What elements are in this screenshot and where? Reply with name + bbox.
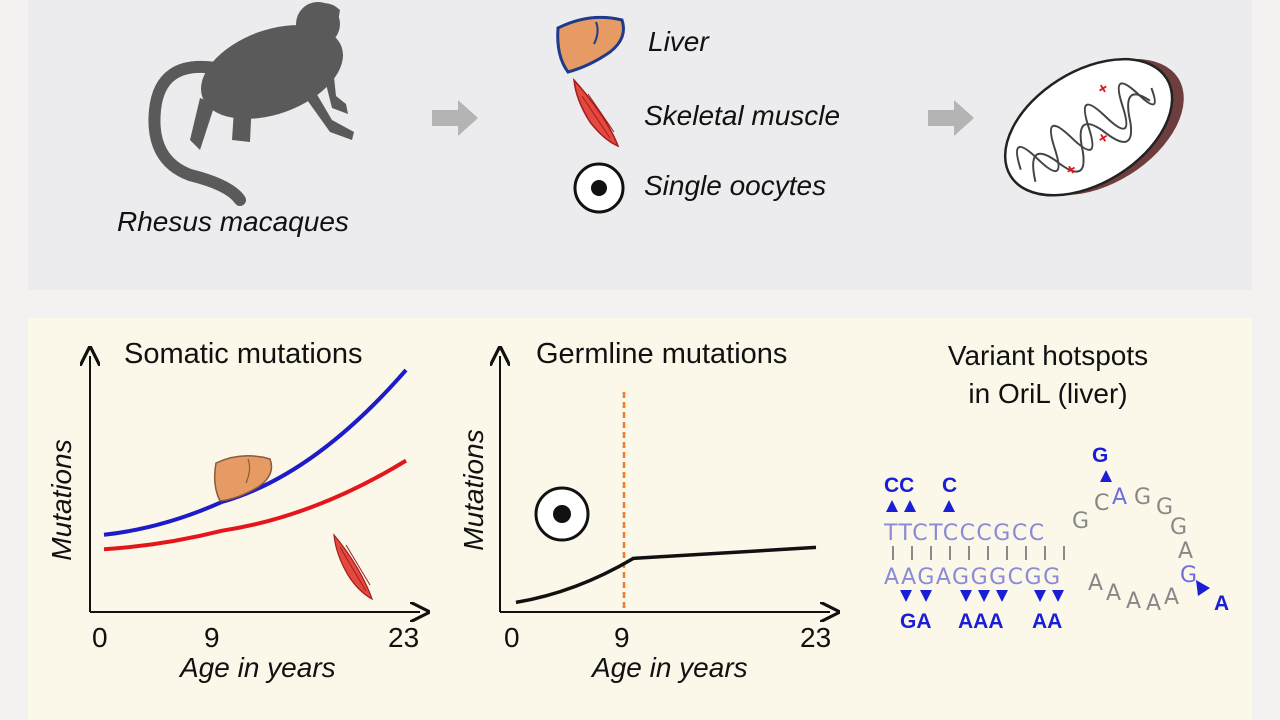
variant-above: CC xyxy=(884,474,914,497)
arrow-1-icon xyxy=(432,100,478,136)
variant-arrows xyxy=(886,470,1210,602)
somatic-axes xyxy=(90,356,420,612)
loop-base: A xyxy=(1088,571,1103,596)
variant-below: A xyxy=(1214,592,1229,615)
variant-below: GA xyxy=(900,610,932,633)
loop-base: A xyxy=(1146,591,1161,616)
loop-base: A xyxy=(1178,539,1193,564)
somatic-title: Somatic mutations xyxy=(124,338,363,370)
somatic-liver-icon xyxy=(213,455,273,502)
tissue-label-liver: Liver xyxy=(648,26,709,57)
somatic-liver-series xyxy=(103,368,408,537)
hotspot-diagram: TTCTCCCGCC AAGAGGGCGG G C A G G G A G A … xyxy=(883,444,1229,633)
germline-oocyte-icon xyxy=(534,486,590,542)
hotspots-title-line2: in OriL (liver) xyxy=(968,378,1128,409)
germline-axes xyxy=(500,356,830,612)
variant-below: AA xyxy=(1032,610,1062,633)
loop-base: A xyxy=(1126,589,1141,614)
germline-ylabel: Mutations xyxy=(458,429,489,551)
somatic-ylabel: Mutations xyxy=(46,439,77,561)
somatic-tick-9: 9 xyxy=(204,622,220,653)
loop-base: G xyxy=(1134,485,1151,510)
variant-above: C xyxy=(942,474,957,497)
loop-base: A xyxy=(1164,585,1179,610)
bottom-strand: AAGAGGGCGG xyxy=(884,565,1062,590)
hairpin-loop: G C A G G G A G A A A A A xyxy=(1072,485,1197,616)
variant-below: AAA xyxy=(958,610,1004,633)
somatic-muscle-series xyxy=(103,458,408,552)
liver-icon xyxy=(556,15,625,74)
loop-base: A xyxy=(1106,581,1121,606)
tissue-label-oocytes: Single oocytes xyxy=(644,170,827,201)
loop-base: G xyxy=(1180,563,1197,588)
top-strand: TTCTCCCGCC xyxy=(883,521,1046,546)
hotspots-title-line1: Variant hotspots xyxy=(947,340,1149,371)
oocyte-icon xyxy=(573,162,625,214)
germline-tick-9: 9 xyxy=(614,622,630,653)
species-label: Rhesus macaques xyxy=(117,206,349,237)
variant-above: G xyxy=(1092,444,1108,467)
germline-xlabel: Age in years xyxy=(592,652,748,683)
mitochondrion-icon: + + + xyxy=(1003,57,1184,197)
somatic-tick-0: 0 xyxy=(92,622,108,653)
somatic-muscle-icon xyxy=(333,533,374,601)
monkey-icon xyxy=(148,2,354,206)
tissue-label-muscle: Skeletal muscle xyxy=(644,100,841,131)
loop-base: C xyxy=(1094,491,1109,516)
loop-base: G xyxy=(1072,509,1089,534)
somatic-tick-23: 23 xyxy=(388,622,420,653)
loop-base: G xyxy=(1170,515,1187,540)
germline-tick-23: 23 xyxy=(800,622,832,653)
results-panel xyxy=(28,318,1252,720)
germline-series xyxy=(515,545,817,605)
muscle-icon xyxy=(573,77,620,148)
somatic-xlabel: Age in years xyxy=(180,652,336,683)
loop-base: G xyxy=(1156,495,1173,520)
germline-title: Germline mutations xyxy=(536,338,788,370)
germline-tick-0: 0 xyxy=(504,622,520,653)
arrow-2-icon xyxy=(928,100,974,136)
loop-base: A xyxy=(1112,485,1127,510)
